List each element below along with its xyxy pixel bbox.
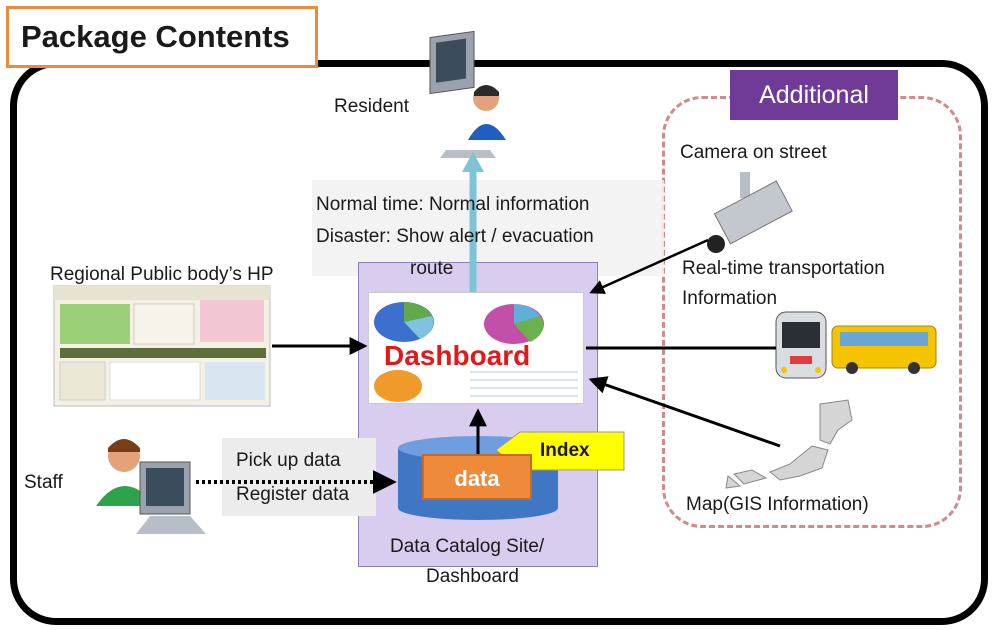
japan-map-icon <box>725 399 853 489</box>
pickup-background <box>222 438 376 516</box>
camera-icon <box>707 172 793 253</box>
staff-person-computer-icon <box>96 439 206 534</box>
register-label: Register data <box>236 484 350 505</box>
camera-label: Camera on street <box>680 142 827 163</box>
dashboard-label: Dashboard <box>384 340 531 371</box>
map-label: Map(GIS Information) <box>686 494 869 515</box>
pie-chart-icon <box>374 370 422 402</box>
data-box: data <box>422 454 532 500</box>
resident-label: Resident <box>334 96 409 117</box>
pickup-label: Pick up data <box>236 450 341 471</box>
regional-hp-label: Regional Public body’s HP <box>50 264 274 285</box>
info-text-background <box>312 180 664 276</box>
pie-chart-icon <box>374 302 434 342</box>
staff-label: Staff <box>24 472 63 493</box>
disaster-label: Disaster: Show alert / evacuation <box>316 226 594 247</box>
train-icon <box>775 311 827 379</box>
resident-person-computer-icon <box>429 30 506 158</box>
page-title-overlay: Package Contents <box>6 6 318 68</box>
normal-time-label: Normal time: Normal information <box>316 194 590 215</box>
realtime-label-2: Information <box>682 288 778 309</box>
regional-hp-thumbnail <box>53 285 271 407</box>
pie-chart-icon <box>484 304 544 344</box>
dashboard-table-lines <box>470 371 578 397</box>
catalog-label-1: Data Catalog Site/ <box>390 536 545 557</box>
catalog-label-2: Dashboard <box>426 566 519 587</box>
bus-icon <box>831 325 937 374</box>
index-label: Index <box>540 440 590 461</box>
realtime-label-1: Real-time transportation <box>682 258 885 279</box>
additional-badge: Additional <box>730 70 898 120</box>
route-label: route <box>410 258 454 279</box>
